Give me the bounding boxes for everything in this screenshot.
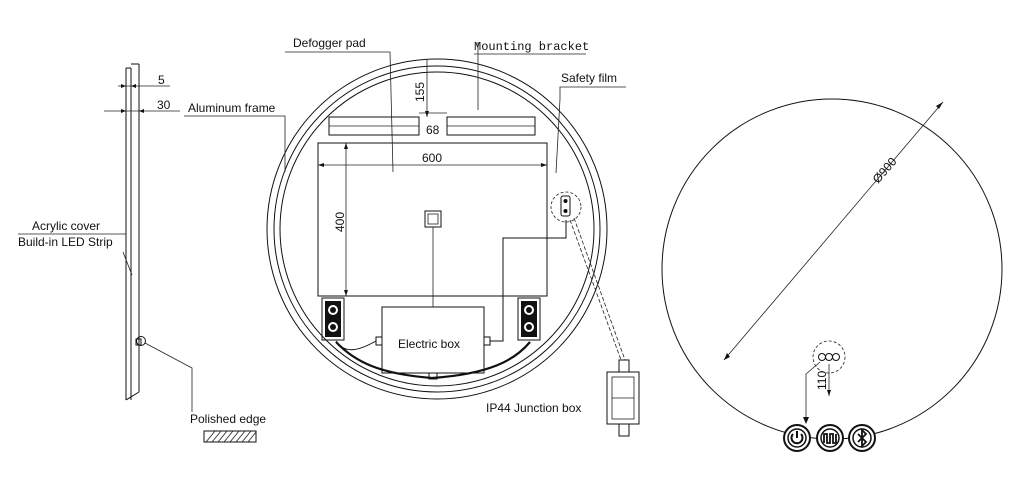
led-strip-label: Build-in LED Strip <box>18 235 113 249</box>
dim-height-label: 400 <box>333 212 347 232</box>
ip44-junction-box <box>606 359 640 437</box>
diameter-label: Ø900 <box>870 154 900 186</box>
dim-gap-label: 68 <box>426 123 440 137</box>
side-view: 5 30 Acrylic cover Build-in LED Strip Po… <box>18 63 266 443</box>
switch-module <box>560 195 571 217</box>
back-view: 600 400 155 68 <box>184 36 640 437</box>
dim-width-label: 600 <box>422 151 442 165</box>
junction-box-label: IP44 Junction box <box>486 401 581 415</box>
button-detail-circle <box>812 340 846 374</box>
speaker-left <box>321 297 345 341</box>
dim-button-label: 110 <box>815 371 829 390</box>
led-wire-harness <box>335 341 531 380</box>
diameter-line <box>723 101 944 361</box>
defogger-pad-label: Defogger pad <box>293 36 366 50</box>
switch-detail-circle <box>550 191 582 223</box>
defogger-connector <box>424 210 442 228</box>
safety-film-ring <box>279 71 595 387</box>
dim-top-label: 155 <box>413 82 427 102</box>
polished-edge-label: Polished edge <box>190 412 266 426</box>
mounting-bracket-label: Mounting bracket <box>474 40 589 54</box>
mirror-front-outline <box>661 98 1003 440</box>
aluminum-frame-label: Aluminum frame <box>188 101 276 115</box>
dim-depth-label: 30 <box>157 98 171 112</box>
speaker-right <box>517 297 541 341</box>
front-view: Ø900 110 <box>661 98 1003 452</box>
wire-to-sensor <box>490 220 567 342</box>
bluetooth-icon[interactable] <box>848 424 876 452</box>
mirror-outer-edge <box>266 58 608 400</box>
power-icon[interactable] <box>783 424 811 452</box>
acrylic-cover-label: Acrylic cover <box>32 219 100 233</box>
defogger-pad <box>317 142 548 297</box>
safety-film-label: Safety film <box>561 71 617 85</box>
electric-box-label: Electric box <box>398 337 460 351</box>
dim-edge-label: 5 <box>158 73 165 87</box>
polished-edge-detail-marker <box>136 336 146 346</box>
aluminum-frame-ring <box>273 65 601 393</box>
polished-edge-hatch <box>203 430 257 443</box>
defogger-icon[interactable] <box>816 424 844 452</box>
